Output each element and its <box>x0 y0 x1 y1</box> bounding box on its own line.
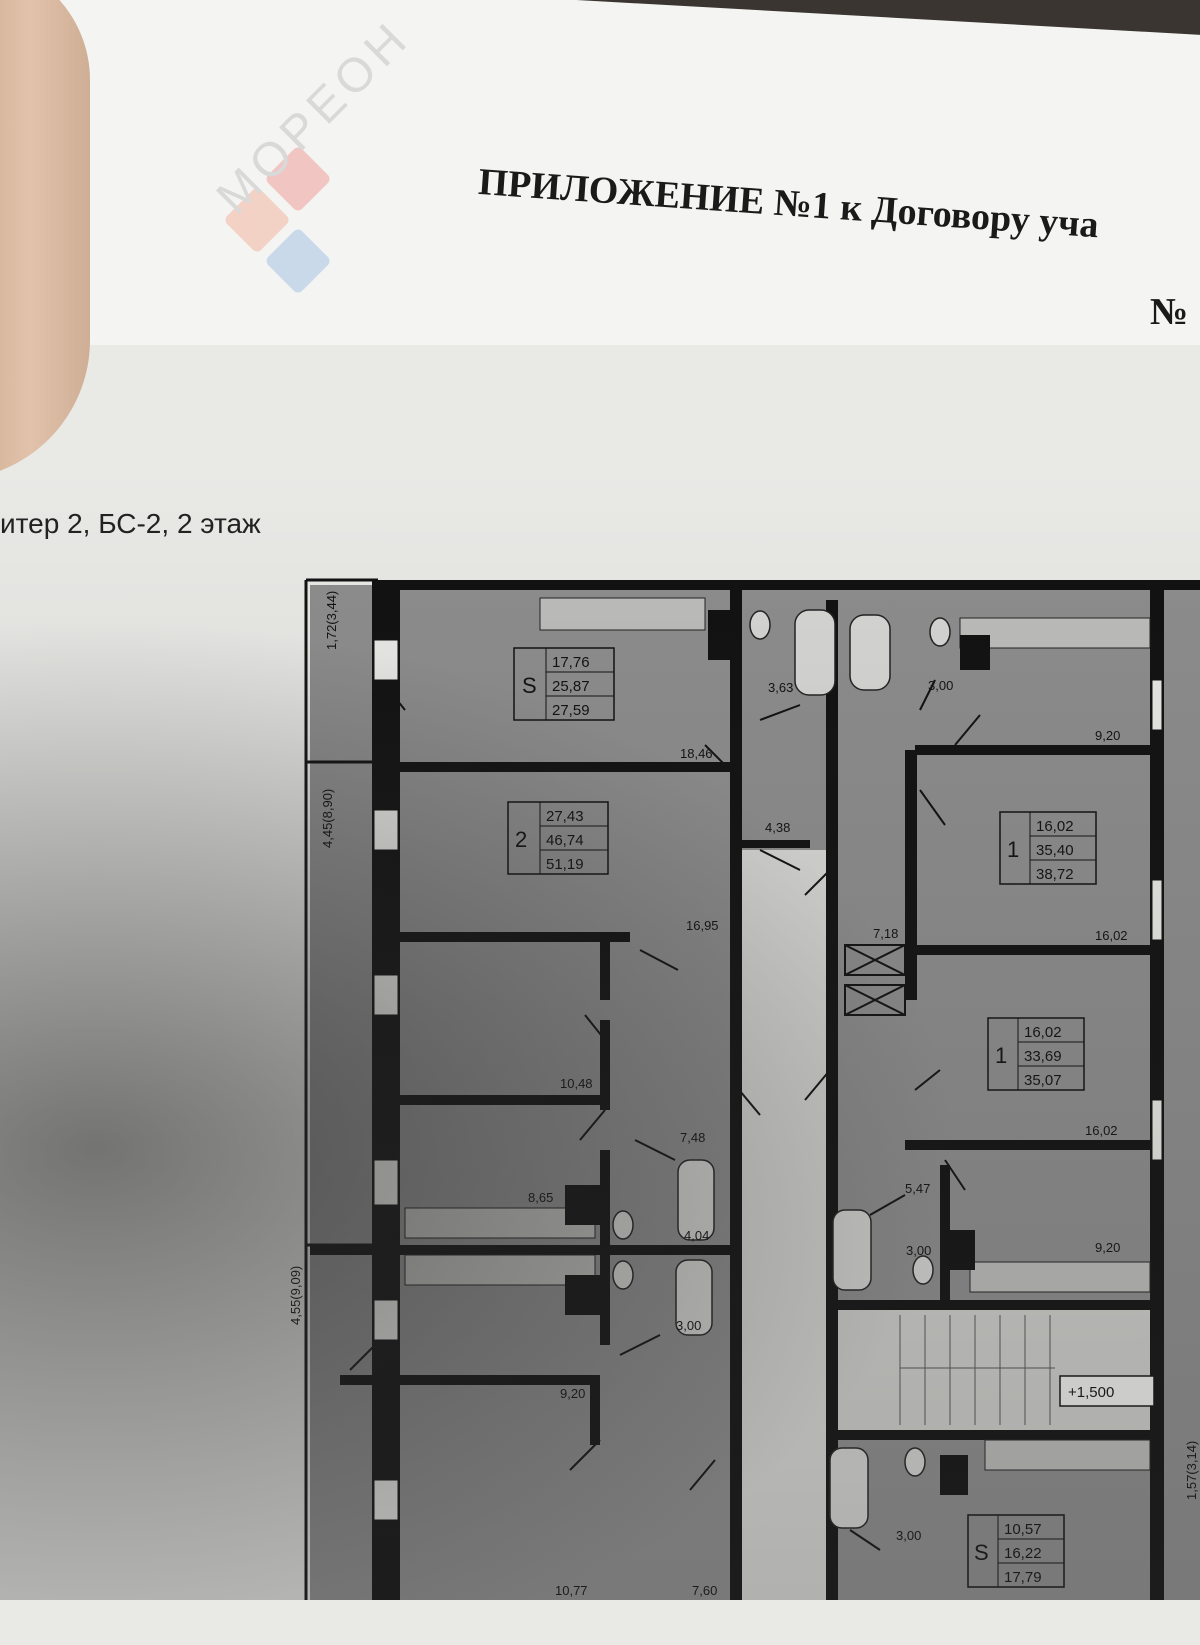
room-label: 9,20 <box>560 1386 585 1401</box>
room-label: 7,18 <box>873 926 898 941</box>
unit-total-5: 16,22 <box>1004 1545 1042 1562</box>
room-label: 9,20 <box>1095 1240 1120 1255</box>
svg-text:1,57(3,14): 1,57(3,14) <box>1184 1441 1199 1500</box>
unit-type-5: S <box>974 1540 989 1565</box>
room-label: 3,00 <box>896 1528 921 1543</box>
unit-type-2: 2 <box>515 827 527 852</box>
room-label: 10,77 <box>555 1583 588 1598</box>
stairwell <box>835 1310 1155 1430</box>
unit-balcony-4: 35,07 <box>1024 1072 1062 1089</box>
room-label: 3,00 <box>928 678 953 693</box>
room-label: 9,20 <box>1095 728 1120 743</box>
room-label: 8,65 <box>528 1190 553 1205</box>
unit-balcony-5: 17,79 <box>1004 1569 1042 1586</box>
room-label: 4,38 <box>765 820 790 835</box>
room-label: 4,04 <box>684 1228 709 1243</box>
room-label: 10,48 <box>560 1076 593 1091</box>
corridor <box>740 850 830 1600</box>
unit-type-1: S <box>522 673 537 698</box>
unit-total-2: 46,74 <box>546 832 584 849</box>
plan-caption: итер 2, БС-2, 2 этаж <box>0 508 261 539</box>
room-label: 3,00 <box>676 1318 701 1333</box>
unit-living-3: 16,02 <box>1036 818 1074 835</box>
unit-type-4: 1 <box>995 1043 1007 1068</box>
unit-balcony-2: 51,19 <box>546 856 584 873</box>
unit-total-3: 35,40 <box>1036 842 1074 859</box>
unit-total-1: 25,87 <box>552 678 590 695</box>
unit-balcony-1: 27,59 <box>552 702 590 719</box>
room-label: 3,63 <box>768 680 793 695</box>
room-label: 3,00 <box>906 1243 931 1258</box>
room-label: 16,02 <box>1085 1123 1118 1138</box>
unit-living-4: 16,02 <box>1024 1024 1062 1041</box>
unit-balcony-3: 38,72 <box>1036 866 1074 883</box>
room-label: 7,60 <box>692 1583 717 1598</box>
unit-living-1: 17,76 <box>552 654 590 671</box>
svg-text:4,55(9,09): 4,55(9,09) <box>288 1266 303 1325</box>
room-label: 16,95 <box>686 918 719 933</box>
document-number-sign: № <box>1150 291 1189 333</box>
room-label: 7,48 <box>680 1130 705 1145</box>
unit-living-2: 27,43 <box>546 808 584 825</box>
svg-text:4,45(8,90): 4,45(8,90) <box>320 789 335 848</box>
level-mark-text: +1,500 <box>1068 1384 1114 1401</box>
level-mark: +1,500 <box>1059 1375 1155 1407</box>
svg-text:1,72(3,44): 1,72(3,44) <box>324 591 339 650</box>
unit-total-4: 33,69 <box>1024 1048 1062 1065</box>
room-label: 5,47 <box>905 1181 930 1196</box>
unit-type-3: 1 <box>1007 837 1019 862</box>
room-label: 16,02 <box>1095 928 1128 943</box>
unit-living-5: 10,57 <box>1004 1521 1042 1538</box>
room-label: 18,46 <box>680 746 713 761</box>
finger <box>0 0 90 480</box>
